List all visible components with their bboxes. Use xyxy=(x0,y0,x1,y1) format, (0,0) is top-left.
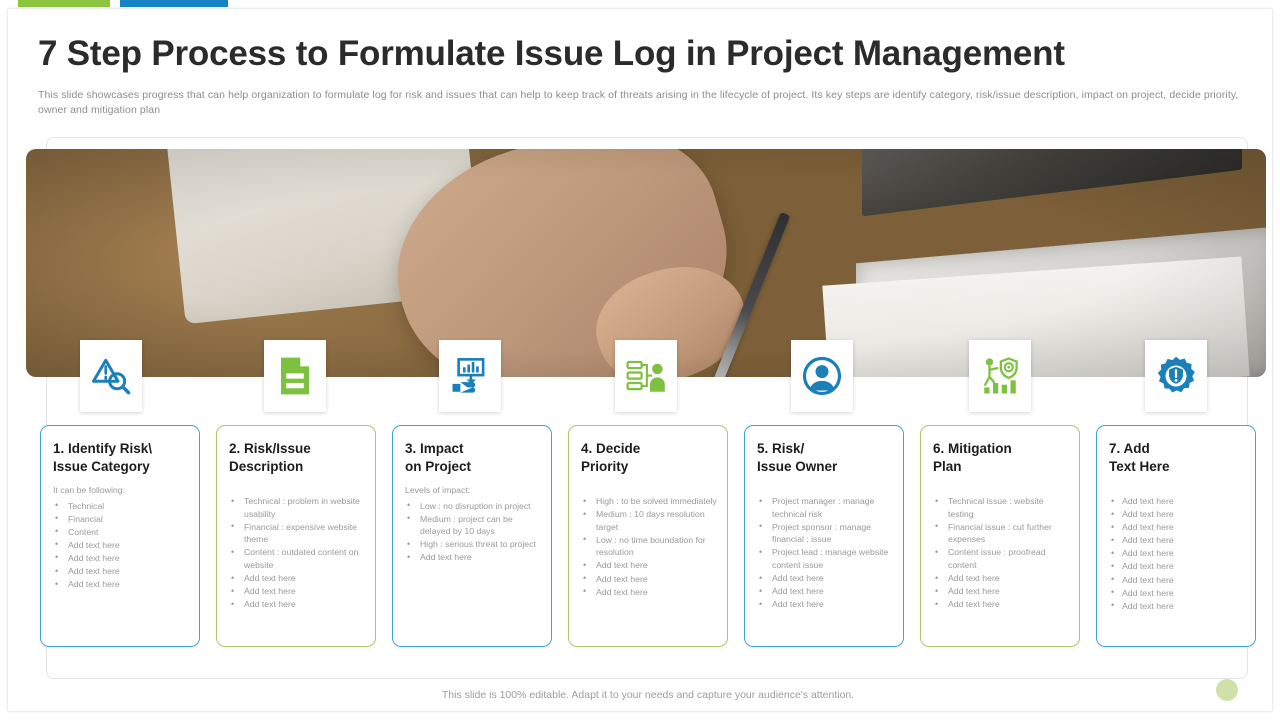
list-item: Add text here xyxy=(405,551,541,564)
person-shield-growth-icon xyxy=(979,355,1021,397)
list-item: Content : outdated content on website xyxy=(229,546,365,571)
icon-tile-6 xyxy=(969,340,1031,412)
list-item: Technical xyxy=(53,499,189,513)
list-item: Financial xyxy=(53,512,189,526)
list-item: Add text here xyxy=(53,538,189,552)
list-item: Medium : 10 days resolution target xyxy=(581,508,717,533)
list-item: Medium : project can be delayed by 10 da… xyxy=(405,512,541,538)
list-item: High : to be solved immediately xyxy=(581,495,717,508)
priority-person-list-icon xyxy=(625,355,667,397)
page-subtitle: This slide showcases progress that can h… xyxy=(38,89,1239,116)
step-bullet-list: Technical : problem in website usability… xyxy=(229,494,365,611)
icon-tile-7 xyxy=(1145,340,1207,412)
step-card-6[interactable]: 6. Mitigation Plan Technical issue : web… xyxy=(920,425,1080,647)
step-title: 2. Risk/Issue Description xyxy=(229,441,311,474)
footer-note: This slide is 100% editable. Adapt it to… xyxy=(441,689,855,701)
list-item: Content issue : proofread content xyxy=(933,546,1069,571)
step-title: 4. Decide Priority xyxy=(581,441,641,474)
step-card-5[interactable]: 5. Risk/ Issue Owner Project manager : m… xyxy=(744,425,904,647)
step-lead: Levels of impact: xyxy=(405,485,471,495)
step-bullet-list: Low : no disruption in project Medium : … xyxy=(405,499,541,564)
list-item: Add text here xyxy=(757,598,893,611)
list-item: Add text here xyxy=(1109,521,1245,534)
list-item: Add text here xyxy=(933,585,1069,598)
icon-tile-2 xyxy=(264,340,326,412)
list-item: Financial : expensive website theme xyxy=(229,520,365,546)
step-card-3[interactable]: 3. Impact on Project Levels of impact: L… xyxy=(392,425,552,647)
step-card-4[interactable]: 4. Decide Priority High : to be solved i… xyxy=(568,425,728,647)
list-item: High : serious threat to project xyxy=(405,538,541,551)
step-title: 6. Mitigation Plan xyxy=(933,441,1012,474)
accent-bar-green xyxy=(18,0,110,7)
list-item: Project lead : manage website content is… xyxy=(757,546,893,571)
step-title: 7. Add Text Here xyxy=(1109,441,1170,474)
list-item: Add text here xyxy=(53,578,189,591)
slide-body: 7 Step Process to Formulate Issue Log in… xyxy=(8,9,1272,711)
step-bullet-list: High : to be solved immediately Medium :… xyxy=(581,495,717,598)
list-item: Add text here xyxy=(1109,534,1245,547)
list-item: Low : no time boundation for resolution xyxy=(581,533,717,559)
list-item: Add text here xyxy=(229,598,365,611)
list-item: Project sponsor : manage financial : iss… xyxy=(757,520,893,546)
user-avatar-icon xyxy=(801,355,843,397)
list-item: Add text here xyxy=(1109,599,1245,613)
accent-bar-blue xyxy=(120,0,228,7)
step-bullet-list: Technical issue : website testing Financ… xyxy=(933,494,1069,611)
photo-vignette xyxy=(26,149,1266,377)
list-item: Add text here xyxy=(933,572,1069,585)
step-bullet-list: Add text here Add text here Add text her… xyxy=(1109,495,1245,612)
list-item: Add text here xyxy=(757,572,893,585)
step-title: 3. Impact on Project xyxy=(405,441,472,474)
hand-presentation-chart-icon xyxy=(449,355,491,397)
icon-tile-3 xyxy=(439,340,501,412)
list-item: Technical : problem in website usability xyxy=(229,494,365,520)
list-item: Add text here xyxy=(1109,547,1245,560)
list-item: Add text here xyxy=(581,585,717,599)
step-card-1[interactable]: 1. Identify Risk\ Issue Category It can … xyxy=(40,425,200,647)
risk-magnifier-icon xyxy=(90,355,132,397)
icon-tile-4 xyxy=(615,340,677,412)
list-item: Technical issue : website testing xyxy=(933,494,1069,520)
list-item: Add text here xyxy=(1109,586,1245,600)
icon-tile-1 xyxy=(80,340,142,412)
step-lead: It can be following: xyxy=(53,485,125,495)
step-card-7[interactable]: 7. Add Text Here Add text here Add text … xyxy=(1096,425,1256,647)
step-title: 1. Identify Risk\ Issue Category xyxy=(53,441,153,474)
step-card-2[interactable]: 2. Risk/Issue Description Technical : pr… xyxy=(216,425,376,647)
list-item: Low : no disruption in project xyxy=(405,499,541,513)
document-icon xyxy=(276,355,314,397)
step-title: 5. Risk/ Issue Owner xyxy=(757,441,838,474)
banner-photo xyxy=(26,149,1266,377)
list-item: Add text here xyxy=(229,572,365,585)
icon-tile-5 xyxy=(791,340,853,412)
page-title: 7 Step Process to Formulate Issue Log in… xyxy=(38,34,1065,73)
list-item: Add text here xyxy=(1109,560,1245,573)
list-item: Add text here xyxy=(1109,573,1245,587)
corner-dot-decoration xyxy=(1216,679,1238,701)
list-item: Add text here xyxy=(757,585,893,598)
list-item: Add text here xyxy=(933,598,1069,611)
list-item: Add text here xyxy=(53,551,189,565)
list-item: Financial issue : cut further expenses xyxy=(933,520,1069,546)
step-bullet-list: Project manager : manage technical risk … xyxy=(757,494,893,611)
gear-alert-icon xyxy=(1155,355,1197,397)
list-item: Content xyxy=(53,525,189,539)
list-item: Add text here xyxy=(53,565,189,578)
list-item: Add text here xyxy=(581,559,717,572)
list-item: Add text here xyxy=(581,572,717,586)
step-bullet-list: Technical Financial Content Add text her… xyxy=(53,499,189,591)
list-item: Project manager : manage technical risk xyxy=(757,494,893,520)
list-item: Add text here xyxy=(229,585,365,598)
list-item: Add text here xyxy=(1109,495,1245,508)
list-item: Add text here xyxy=(1109,508,1245,521)
